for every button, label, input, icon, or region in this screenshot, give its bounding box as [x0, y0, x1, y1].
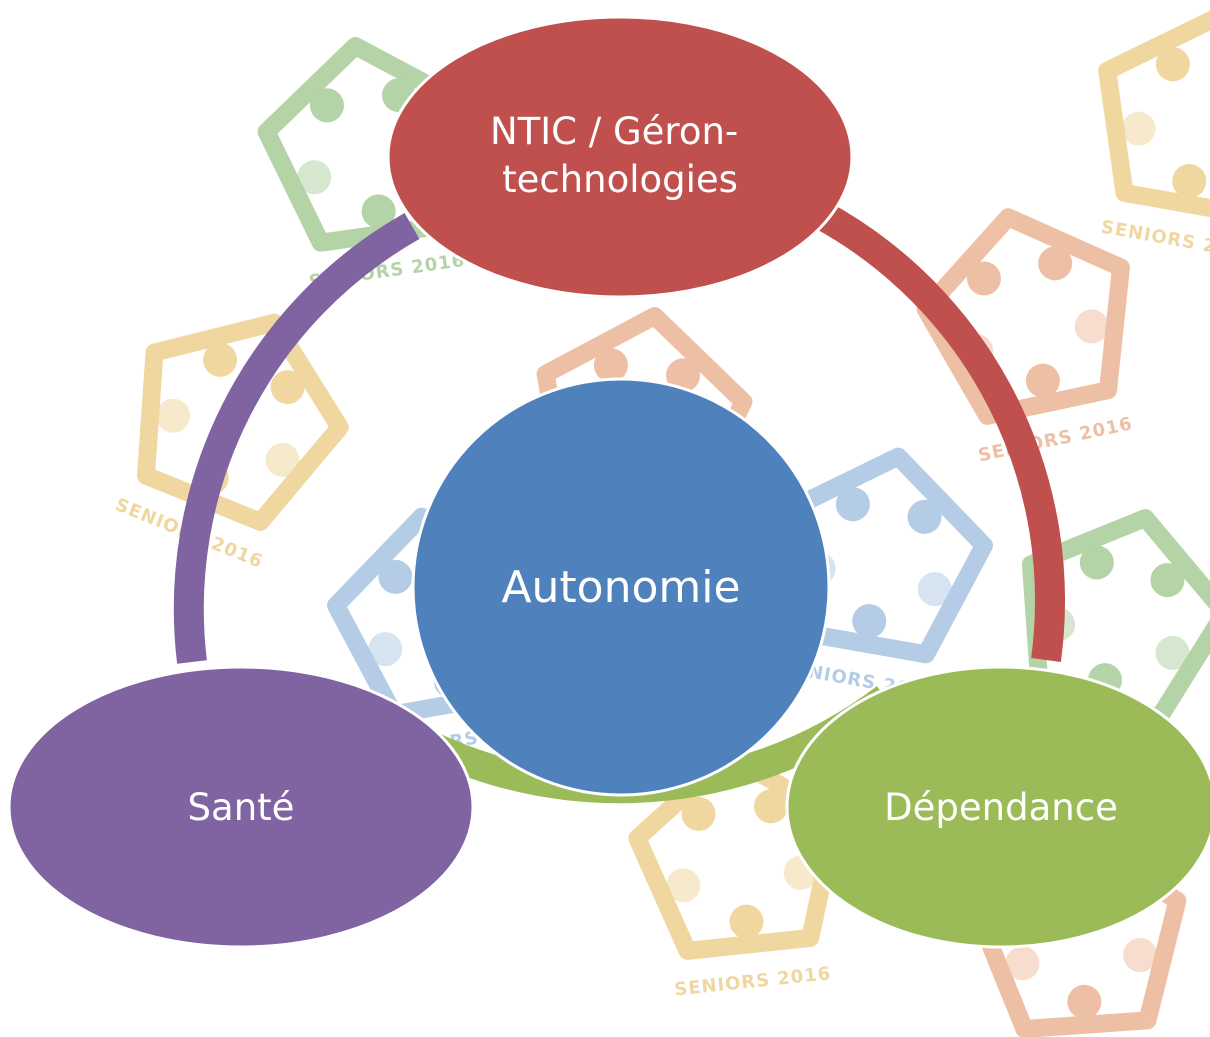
logo-figure-head: [1150, 563, 1185, 598]
logo-figure-head: [593, 348, 628, 383]
logo-figure-head: [1038, 246, 1073, 281]
node-sante-shape: [7, 665, 475, 949]
logo-figure-head: [361, 194, 396, 229]
logo-figure-head: [368, 632, 403, 667]
logo-figure-head: [1005, 946, 1040, 981]
logo-ring: [1098, 7, 1210, 224]
logo-figure-head: [270, 370, 305, 405]
logo-figure-head: [1025, 363, 1060, 398]
center-node: Autonomie: [411, 377, 831, 797]
node-ntic-label-line2: technologies: [502, 158, 738, 201]
logo-figure-head: [1155, 47, 1190, 82]
node-sante-label: Santé: [188, 786, 295, 829]
logo-figure-head: [835, 487, 870, 522]
logo-figure-head: [729, 904, 764, 939]
logo-figure-head: [1123, 938, 1158, 973]
center-node-shape: [411, 377, 831, 797]
logo-caption: SENIORS 2016: [673, 963, 832, 1000]
logo-figure-head: [966, 261, 1001, 296]
logo-figure-head: [203, 342, 238, 377]
logo-figure-head: [1172, 164, 1207, 199]
arc-ntic-to-dependance: [812, 200, 1065, 663]
logo-figure-head: [1067, 984, 1102, 1019]
logo-figure-head: [907, 499, 942, 534]
logo-figure-head: [852, 604, 887, 639]
logo-figure-head: [309, 88, 344, 123]
background-logo: SENIORS 2016: [1098, 7, 1210, 265]
node-dependance-shape: [785, 665, 1210, 949]
logo-figure-head: [265, 442, 300, 477]
logo-figure-head: [1074, 309, 1109, 344]
logo-figure-head: [666, 358, 701, 393]
node-ntic-label-line1: NTIC / Géron-: [490, 110, 738, 153]
node-ntic-shape: [386, 15, 854, 299]
logo-figure-head: [156, 398, 191, 433]
logo-figure-head: [297, 160, 332, 195]
logo-figure-head: [681, 796, 716, 831]
arc-sante-to-ntic: [173, 212, 420, 664]
logo-figure-head: [753, 789, 788, 824]
node-dependance: Dépendance: [785, 665, 1210, 949]
logo-figure-head: [1079, 545, 1114, 580]
logo-figure-head: [1121, 111, 1156, 146]
logo-figure-head: [378, 559, 413, 594]
node-dependance-label: Dépendance: [884, 786, 1118, 829]
node-ntic: NTIC / Géron- technologies: [386, 15, 854, 299]
logo-figure-head: [666, 868, 701, 903]
logo-figure-head: [1155, 635, 1190, 670]
svg-text:NTIC / Géron- technolo: NTIC / Géron- technologies: [490, 110, 750, 201]
logo-figure-head: [917, 572, 952, 607]
center-node-label: Autonomie: [501, 562, 740, 613]
node-sante: Santé: [7, 665, 475, 949]
